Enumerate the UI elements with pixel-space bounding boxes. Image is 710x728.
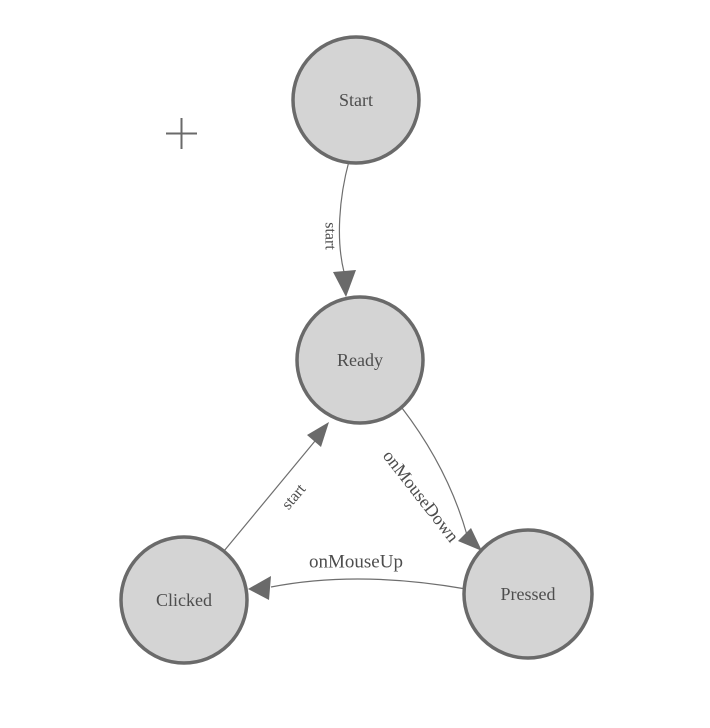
arrowhead-icon	[248, 576, 271, 600]
crosshair-icon	[166, 118, 197, 149]
state-circle[interactable]	[295, 295, 425, 425]
state-label: Start	[339, 90, 373, 110]
state-circle[interactable]	[462, 528, 594, 660]
transition-label: onMouseUp	[309, 552, 403, 573]
state-circle[interactable]	[291, 35, 421, 165]
transition-start-to-ready[interactable]: start	[322, 160, 357, 297]
state-node-ready[interactable]: Ready	[295, 295, 425, 425]
transition-ready-to-pressed[interactable]: onMouseDown	[379, 407, 482, 551]
transition-label: start	[279, 481, 310, 513]
state-node-pressed[interactable]: Pressed	[462, 528, 594, 660]
arrowhead-icon	[333, 270, 356, 297]
arrowhead-icon	[307, 422, 329, 447]
state-label: Ready	[337, 350, 383, 370]
arrowhead-icon	[458, 528, 482, 551]
state-label: Clicked	[156, 590, 212, 610]
state-node-clicked[interactable]: Clicked	[119, 535, 249, 665]
transition-line[interactable]	[401, 407, 468, 536]
transition-line[interactable]	[270, 578, 467, 590]
transition-line[interactable]	[223, 440, 316, 552]
state-label: Pressed	[501, 584, 556, 604]
transition-pressed-to-clicked[interactable]: onMouseUp	[248, 552, 467, 601]
state-node-start[interactable]: Start	[291, 35, 421, 165]
transition-clicked-to-ready[interactable]: start	[223, 422, 329, 552]
transition-label: onMouseDown	[379, 446, 463, 546]
transition-label: start	[322, 222, 339, 250]
state-circle[interactable]	[119, 535, 249, 665]
transition-line[interactable]	[338, 160, 350, 273]
